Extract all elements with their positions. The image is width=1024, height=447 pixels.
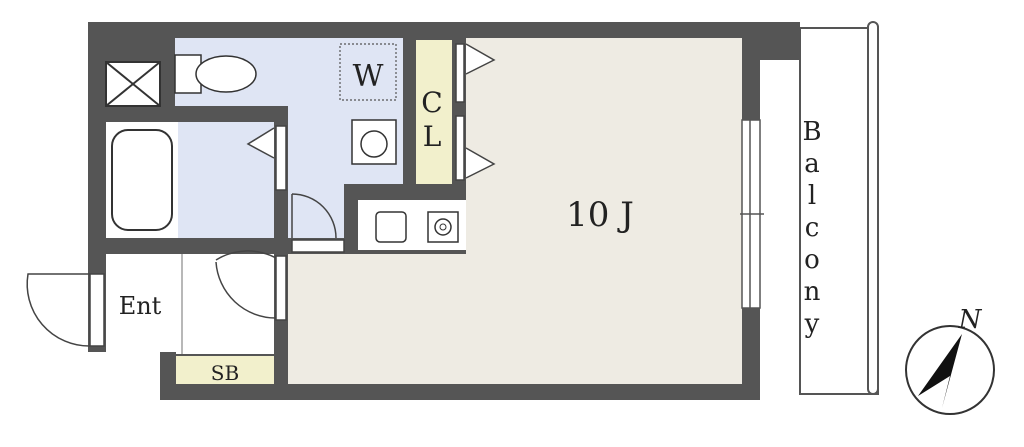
washer-space [339,43,397,101]
balcony-letter: a [804,149,820,179]
balcony-letter: B [802,117,821,147]
shoe-box [176,356,274,384]
balcony-window [740,119,764,309]
north-arrow-icon [918,334,962,408]
hall-door [291,193,345,253]
kitchen-sink [375,211,407,243]
closet-label-c: C [421,86,442,119]
balcony-letter: y [804,309,820,339]
closet [416,40,452,184]
shoe-box-label: SB [211,361,239,385]
main-room-label: 10 J [566,195,634,235]
ventilation-box [105,61,161,107]
main-room [288,38,742,384]
wash-basin [351,119,397,165]
compass: N [905,305,995,415]
room-door [215,250,287,321]
balcony-letter: c [805,213,820,243]
north-label: N [958,305,983,335]
balcony-letter: n [804,277,821,307]
toilet [174,54,257,94]
closet-doors [455,43,496,181]
balcony-letter: o [804,245,820,275]
balcony [799,21,879,395]
entrance-door [26,273,105,347]
balcony-letter: l [808,181,816,211]
balcony-label: B a l c o n y [802,117,821,339]
stove [427,211,459,243]
entrance [106,254,276,354]
entrance-label: Ent [119,292,162,320]
bathtub [111,129,173,231]
closet-label-l: L [423,120,442,153]
bathroom-door [246,125,287,191]
washer-label: W [353,59,384,94]
